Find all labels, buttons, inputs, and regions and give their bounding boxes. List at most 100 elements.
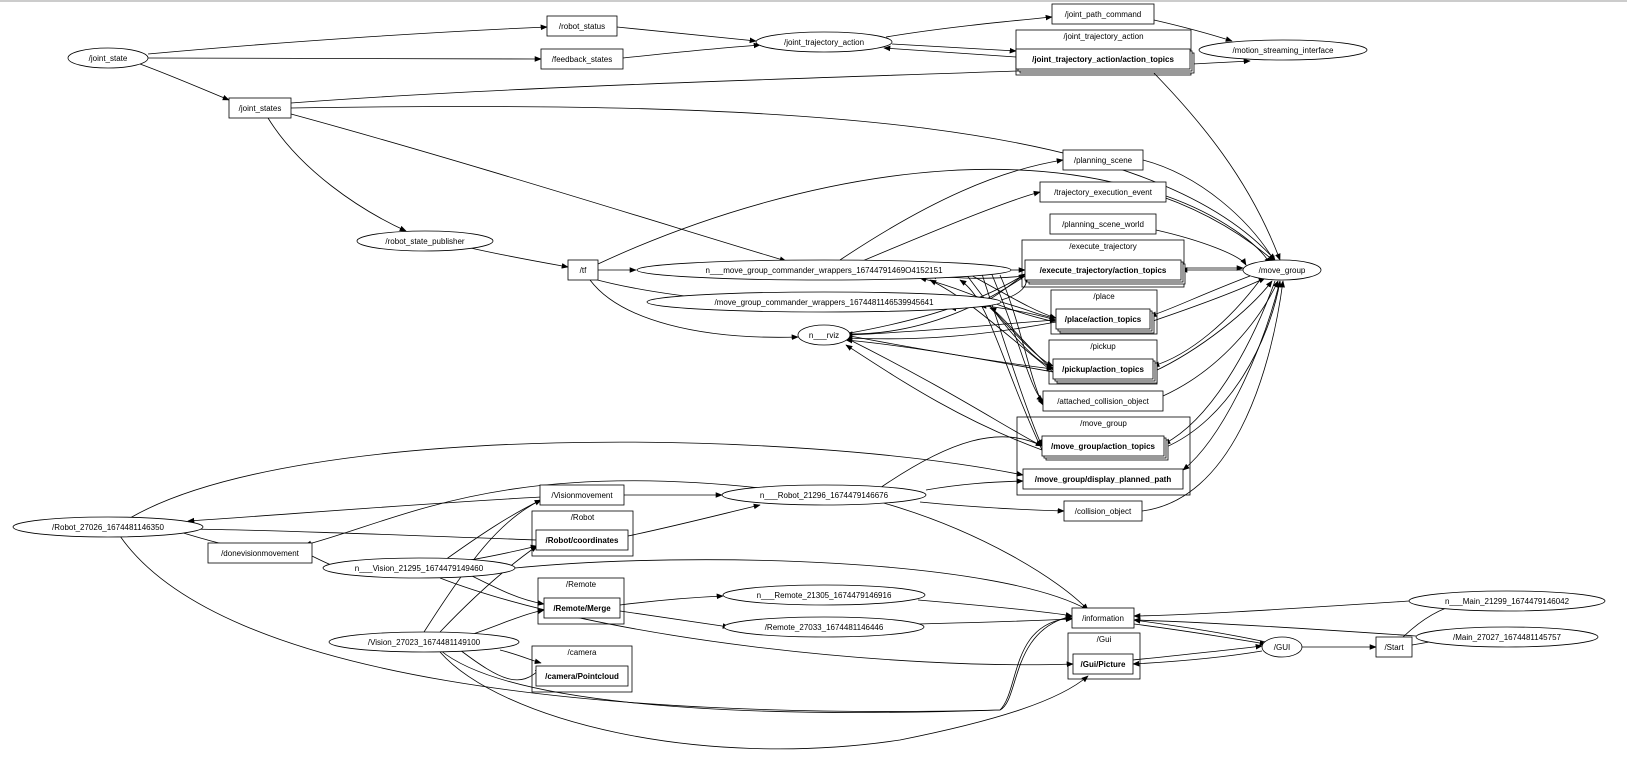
node-shape xyxy=(1015,48,1191,70)
node-place_action_topics[interactable]: /place/action_topics xyxy=(1055,308,1155,334)
edge-mgcw1-mgat xyxy=(979,267,1043,447)
node-gui[interactable]: /GUI xyxy=(1261,636,1303,658)
edge-robot27026-dpp xyxy=(129,441,1024,519)
node-mgcw_2[interactable]: /move_group_commander_wrappers_167448114… xyxy=(646,291,1002,313)
edge-merge-remote21305 xyxy=(619,593,724,606)
node-shape xyxy=(1408,590,1606,612)
node-robot_state_publisher[interactable]: /robot_state_publisher xyxy=(356,230,494,252)
node-shape xyxy=(1042,390,1164,412)
edge-mgat-mgcw1 xyxy=(959,279,1043,451)
node-mgcw_1[interactable]: n___move_group_commander_wrappers_167447… xyxy=(636,259,1012,281)
node-exec_action_topics[interactable]: /execute_trajectory/action_topics xyxy=(1024,259,1186,285)
node-shape xyxy=(755,31,893,53)
cluster-label: /joint_trajectory_action xyxy=(1063,32,1143,41)
node-shape xyxy=(646,291,1002,313)
edge-robot_status-jta xyxy=(616,26,757,44)
node-remote_21305[interactable]: n___Remote_21305_1674479146916 xyxy=(722,584,926,606)
node-motion_streaming_interface[interactable]: /motion_streaming_interface xyxy=(1198,39,1368,61)
node-label: /pickup/action_topics xyxy=(1062,365,1144,374)
node-label: /donevisionmovement xyxy=(221,549,300,558)
node-shape xyxy=(1198,39,1368,61)
edge-mgat-rviz xyxy=(845,344,1043,451)
node-joint_state[interactable]: /joint_state xyxy=(67,47,149,69)
node-camera_pointcloud[interactable]: /camera/Pointcloud xyxy=(535,665,629,687)
node-robot_main[interactable]: n___Robot_21296_1674479146676 xyxy=(721,484,927,506)
node-robot_27026[interactable]: /Robot_27026_1674481146350 xyxy=(12,516,204,538)
node-shape xyxy=(1071,607,1135,629)
node-label: /planning_scene_world xyxy=(1062,220,1144,229)
node-joint_trajectory_action[interactable]: /joint_trajectory_action xyxy=(755,31,893,53)
node-feedback_states[interactable]: /feedback_states xyxy=(540,48,624,70)
node-move_group[interactable]: /move_group xyxy=(1242,259,1322,281)
node-robot_coordinates[interactable]: /Robot/coordinates xyxy=(535,529,629,551)
edge-place-mg xyxy=(1149,277,1266,323)
node-shape xyxy=(12,516,204,538)
node-tf[interactable]: /tf xyxy=(567,259,599,281)
node-remote_27033[interactable]: /Remote_27033_1674481146446 xyxy=(723,616,925,638)
node-visionmovement[interactable]: /Visionmovement xyxy=(539,484,625,506)
node-shape xyxy=(322,557,516,579)
node-joint_states[interactable]: /joint_states xyxy=(228,97,292,119)
cluster-frame xyxy=(531,645,633,693)
node-main_27027[interactable]: /Main_27027_1674481145757 xyxy=(1415,626,1599,648)
node-donevisionmovement[interactable]: /donevisionmovement xyxy=(207,542,313,564)
node-pickup_action_topics[interactable]: /pickup/action_topics xyxy=(1052,358,1158,384)
node-trajectory_execution_event[interactable]: /trajectory_execution_event xyxy=(1039,181,1167,203)
node-label: /Remote/Merge xyxy=(553,604,611,613)
edge-joint_state-feedback_states xyxy=(147,56,542,62)
edge-jta_at-move_group xyxy=(1149,68,1281,261)
node-label: /joint_states xyxy=(239,104,282,113)
node-shape xyxy=(1055,308,1151,330)
node-planning_scene[interactable]: /planning_scene xyxy=(1062,149,1144,171)
node-label: /Visionmovement xyxy=(551,491,613,500)
cluster-c_exec: /execute_trajectory xyxy=(1021,239,1185,288)
edge-joint_state-robot_status xyxy=(147,24,548,55)
cluster-frame xyxy=(1050,289,1158,335)
node-mg_action_topics[interactable]: /move_group/action_topics xyxy=(1041,435,1169,461)
cluster-frame xyxy=(1067,632,1141,680)
node-collision_object[interactable]: /collision_object xyxy=(1063,500,1143,522)
cluster-frame xyxy=(1021,239,1185,288)
node-rviz[interactable]: n___rviz xyxy=(797,324,851,346)
cluster-label: /place xyxy=(1093,292,1115,301)
node-label: /Main_27027_1674481145757 xyxy=(1453,633,1562,642)
edge-exec-rviz xyxy=(845,275,1026,337)
node-label: /move_group/display_planned_path xyxy=(1035,475,1172,484)
node-joint_path_command[interactable]: /joint_path_command xyxy=(1051,3,1155,25)
edge-vision21295-vm xyxy=(444,499,542,561)
node-display_planned_path[interactable]: /move_group/display_planned_path xyxy=(1022,468,1184,490)
edge-vision27023-cp xyxy=(499,649,542,665)
node-shape xyxy=(636,259,1012,281)
edge-mgcw2-exec xyxy=(1000,275,1031,301)
edge-pickup-rviz xyxy=(845,337,1054,373)
edge-remote21305-information xyxy=(917,599,1073,618)
node-start[interactable]: /Start xyxy=(1375,636,1413,658)
edge-pickup-mg xyxy=(1152,280,1273,373)
node-information[interactable]: /information xyxy=(1071,607,1135,629)
node-remote_merge[interactable]: /Remote/Merge xyxy=(543,597,621,619)
edge-gui-gui_picture xyxy=(1132,650,1263,667)
cluster-label: /move_group xyxy=(1080,419,1127,428)
edge-vision21295-information xyxy=(514,559,1089,611)
node-vision_27023[interactable]: /Vision_27023_1674481149100 xyxy=(328,631,520,653)
cluster-c_mg: /move_group xyxy=(1016,416,1191,496)
node-shape xyxy=(722,584,926,606)
cluster-c_place: /place xyxy=(1050,289,1158,335)
edge-jta-joint_path_command xyxy=(885,14,1053,38)
node-robot_status[interactable]: /robot_status xyxy=(546,15,618,37)
node-label: /planning_scene xyxy=(1074,156,1133,165)
node-jta_action_topics[interactable]: /joint_trajectory_action/action_topics xyxy=(1015,48,1195,74)
edge-feedback_states-jta xyxy=(622,42,761,59)
node-main_21299[interactable]: n___Main_21299_1674479146042 xyxy=(1408,590,1606,612)
node-attached_collision_object[interactable]: /attached_collision_object xyxy=(1042,390,1164,412)
node-label: n___rviz xyxy=(809,331,839,340)
edge-robot_main-dpp xyxy=(925,478,1024,491)
edge-tf-mg xyxy=(597,168,1276,265)
node-label: /collision_object xyxy=(1075,507,1132,516)
node-vision_21295[interactable]: n___Vision_21295_1674479149460 xyxy=(322,557,516,579)
node-planning_scene_world[interactable]: /planning_scene_world xyxy=(1049,213,1157,235)
node-gui_picture[interactable]: /Gui/Picture xyxy=(1072,653,1134,675)
node-shape xyxy=(328,631,520,653)
edge-information-gui xyxy=(1133,623,1267,646)
edge-co-mg xyxy=(1141,280,1285,512)
